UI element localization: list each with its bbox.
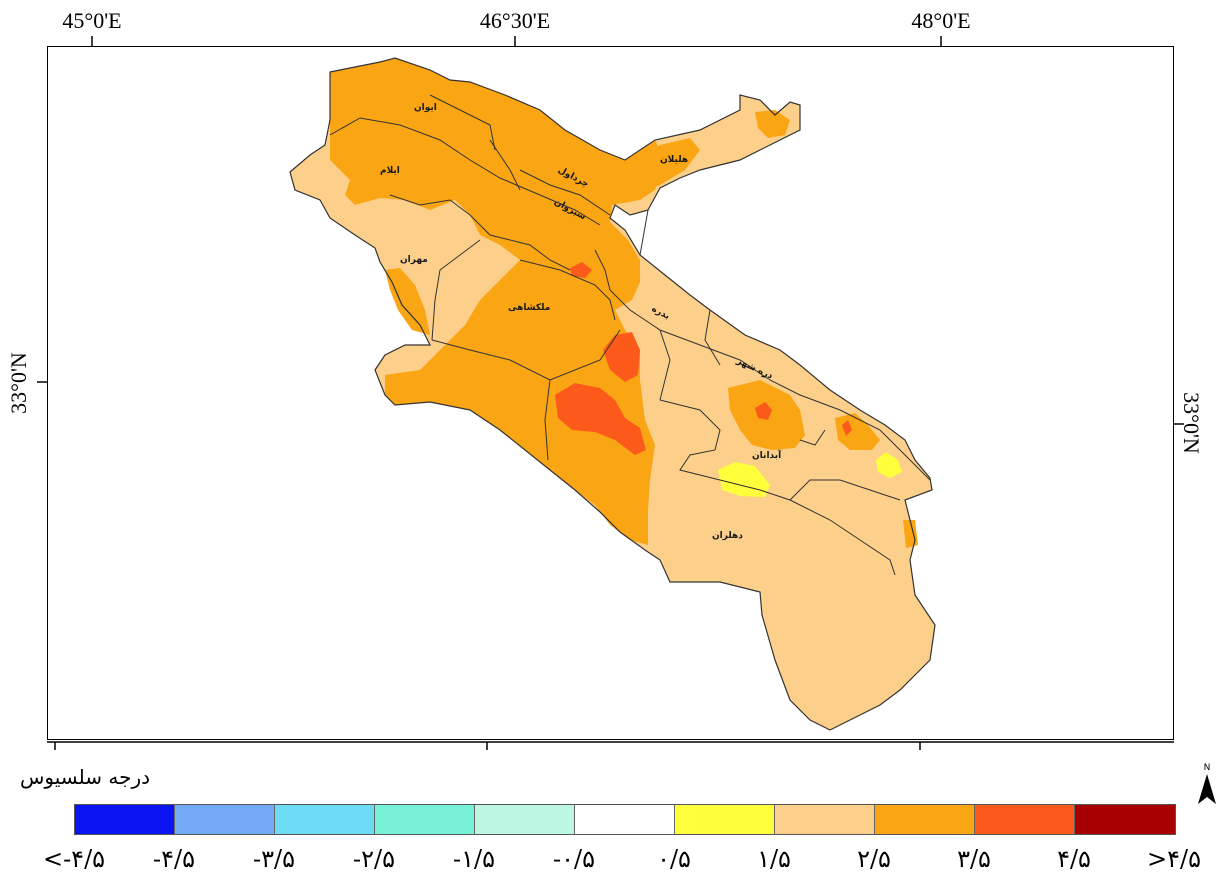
place-label-ivan: ایوان [414, 103, 437, 113]
legend-swatch [475, 805, 575, 834]
legend-swatch [575, 805, 675, 834]
legend-color-bar [74, 804, 1176, 835]
legend-label: ۱/۵ [757, 845, 791, 873]
province-zone-strong-2 [555, 383, 646, 455]
legend-label: -۳/۵ [253, 845, 295, 873]
north-letter: N [1204, 763, 1211, 773]
legend-unit-label: درجه سلسیوس [20, 765, 151, 789]
legend-swatch [875, 805, 975, 834]
legend-swatch [275, 805, 375, 834]
legend-label: ۰/۵ [657, 845, 691, 873]
province-zone-strong-3 [570, 262, 592, 278]
longitude-label-48: 48°0'E [911, 8, 971, 33]
legend-label: -۴/۵ [153, 845, 195, 873]
longitude-label-45: 45°0'E [62, 8, 122, 33]
legend-swatch [775, 805, 875, 834]
place-label-dehloran: دهلران [712, 531, 743, 541]
legend-label: -۲/۵ [353, 845, 395, 873]
place-label-mehran: مهران [400, 255, 428, 265]
legend-swatch [175, 805, 275, 834]
legend-swatch [975, 805, 1075, 834]
longitude-label-46-30: 46°30'E [479, 8, 551, 33]
province-zone-medium-west [385, 268, 430, 335]
province-zone-medium-ne-tip [755, 110, 790, 138]
province-zone-low-1 [718, 462, 770, 497]
legend-label: -۱/۵ [453, 845, 495, 873]
place-label-helilan: هلیلان [660, 155, 688, 165]
province-zone-strong-1 [603, 332, 640, 382]
legend-label: >۴/۵ [1147, 845, 1201, 873]
place-label-malekshahi: ملکشاهی [508, 303, 550, 313]
legend-swatch [375, 805, 475, 834]
place-label-ilam: ایلام [380, 166, 400, 176]
place-label-abdanan: آبدانان [752, 449, 782, 461]
province-outline [289, 57, 936, 731]
legend-label: ۲/۵ [857, 845, 891, 873]
legend-label: ۳/۵ [957, 845, 991, 873]
province-zone-strong-5 [842, 420, 852, 436]
north-arrow-icon: N [1198, 763, 1216, 804]
province-zone-medium-north [330, 58, 665, 545]
legend-swatch [675, 805, 775, 834]
legend-label: ۴/۵ [1057, 845, 1091, 873]
province-zone-medium-north-east [635, 138, 700, 190]
legend-swatch [75, 805, 175, 834]
county-boundaries [329, 94, 931, 576]
legend-swatch [1075, 805, 1175, 834]
legend-label: -۰/۵ [553, 845, 595, 873]
province-zone-strong-4 [755, 402, 772, 420]
legend-label: <-۴/۵ [42, 845, 106, 873]
province-zone-low-2 [876, 452, 902, 478]
